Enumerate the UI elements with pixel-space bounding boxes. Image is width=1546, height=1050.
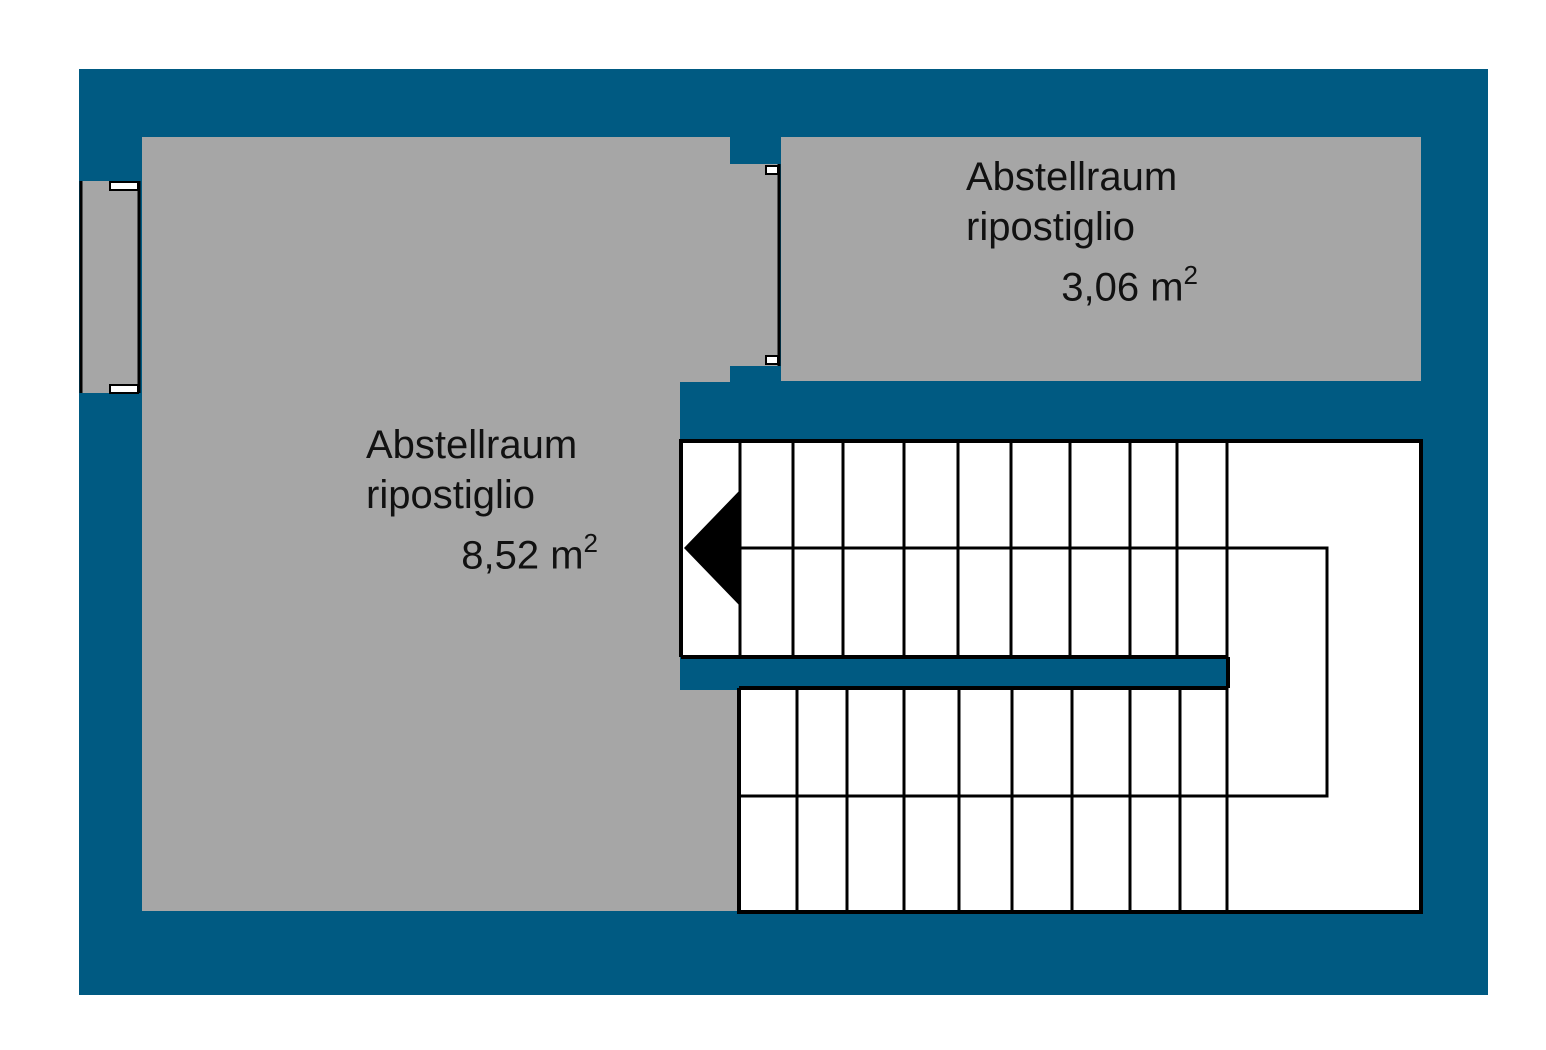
room-small-storage <box>781 137 1421 381</box>
stair-landing-outline <box>740 546 1329 798</box>
room-area: 8,52 m2 <box>366 520 598 580</box>
window-opening <box>80 181 140 393</box>
arrow-left-icon <box>684 490 740 606</box>
room-area-exponent: 2 <box>583 528 598 558</box>
room-area-exponent: 2 <box>1183 260 1198 290</box>
door-jamb-bottom <box>765 355 779 365</box>
room-label-large-storage: Abstellraum ripostiglio 8,52 m2 <box>366 420 598 580</box>
room-name-it: ripostiglio <box>366 473 535 517</box>
window-sill-bottom <box>109 384 139 394</box>
stair-central-wall <box>681 657 1228 688</box>
window-sill-top <box>109 181 139 191</box>
stairwell-floor <box>681 441 1421 912</box>
door-jamb-top <box>765 165 779 175</box>
room-name-de: Abstellraum <box>966 155 1178 199</box>
room-area: 3,06 m2 <box>966 252 1198 312</box>
stairwell-outline <box>679 439 1423 914</box>
room-name-de: Abstellraum <box>366 423 578 467</box>
room-name-it: ripostiglio <box>966 205 1135 249</box>
room-area-value: 3,06 m <box>1061 265 1184 310</box>
room-label-small-storage: Abstellraum ripostiglio 3,06 m2 <box>966 152 1198 312</box>
room-large-storage <box>142 137 780 911</box>
room-area-value: 8,52 m <box>461 533 584 578</box>
